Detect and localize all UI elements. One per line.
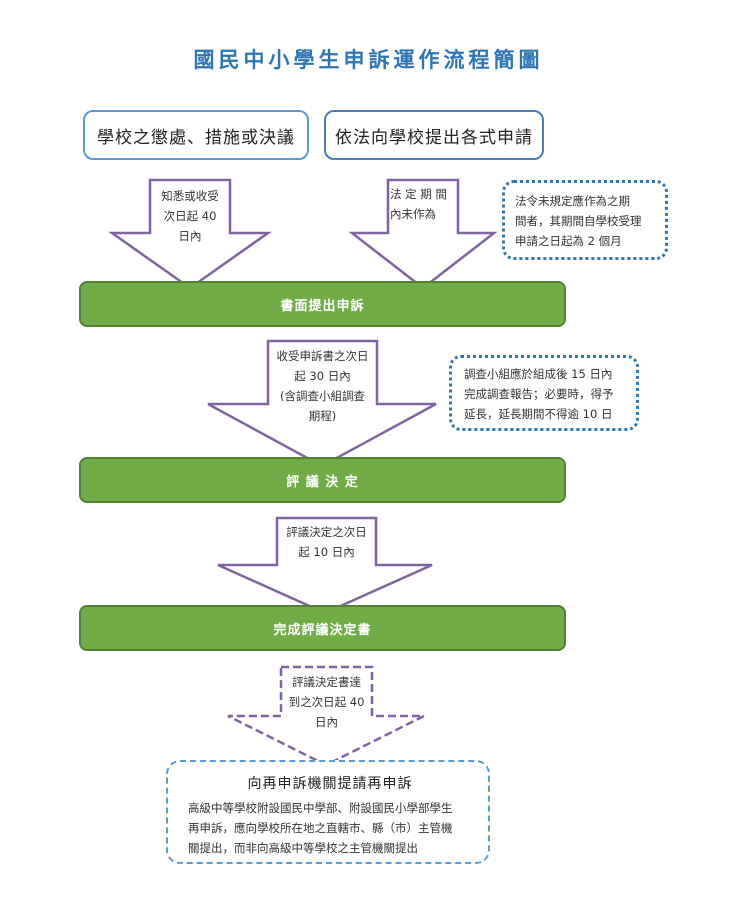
step-review-decision: 評 議 決 定: [79, 457, 566, 503]
note-statutory-period: 法令未規定應作為之期 間者，其期間自學校受理 申請之日起為 2 個月: [502, 180, 668, 260]
step-review-decision-label: 評 議 決 定: [286, 474, 359, 490]
arrow-5-text: 評議決定書達 到之次日起 40 日內: [281, 672, 372, 732]
arrow-1-text: 知悉或收受 次日起 40 日內: [150, 186, 230, 246]
arrow-1-line: 日內: [178, 229, 202, 243]
re-appeal-line: 再申訴，應向學校所在地之直轄市、縣（市）主管機: [188, 821, 453, 835]
arrow-3-line: (含調查小組調查: [280, 389, 365, 403]
note-line: 完成調查報告；必要時，得予: [464, 387, 614, 401]
re-appeal-body: 高級中等學校附設國民中學部、附設國民小學部學生 再申訴，應向學校所在地之直轄市、…: [188, 798, 472, 858]
re-appeal-title: 向再申訴機關提請再申訴: [247, 776, 413, 792]
school-disciplinary-box: 學校之懲處、措施或決議: [83, 110, 309, 160]
arrow-5-line: 日內: [315, 715, 338, 729]
arrow-4-line: 評議決定之次日: [286, 525, 367, 539]
arrow-3-line: 收受申訴書之次日: [276, 349, 369, 363]
arrow-4-line: 起 10 日內: [298, 545, 355, 559]
note-line: 法令未規定應作為之期: [515, 194, 630, 208]
note-line: 申請之日起為 2 個月: [515, 234, 622, 248]
note-line: 延長，延長期間不得逾 10 日: [464, 407, 613, 421]
step-file-complaint: 書面提出申訴: [79, 281, 566, 327]
step-file-complaint-label: 書面提出申訴: [280, 298, 365, 314]
page-title: 國民中小學生申訴運作流程簡圖: [193, 48, 544, 72]
arrow-5-line: 評議決定書達: [292, 675, 361, 689]
arrow-3-text: 收受申訴書之次日 起 30 日內 (含調查小組調查 期程): [268, 346, 377, 426]
step-decision-document-label: 完成評議決定書: [273, 622, 372, 638]
arrow-2-line: 法 定 期 間: [390, 187, 447, 201]
arrow-3-line: 期程): [308, 409, 337, 423]
step-decision-document: 完成評議決定書: [79, 605, 566, 651]
note-line: 間者，其期間自學校受理: [515, 214, 642, 228]
legal-application-label: 依法向學校提出各式申請: [335, 127, 533, 148]
arrow-5-line: 到之次日起 40: [288, 695, 365, 709]
arrow-4-text: 評議決定之次日 起 10 日內: [277, 522, 376, 562]
arrow-3-line: 起 30 日內: [294, 369, 351, 383]
re-appeal-line: 高級中等學校附設國民中學部、附設國民小學部學生: [188, 801, 453, 815]
legal-application-box: 依法向學校提出各式申請: [324, 110, 544, 160]
re-appeal-line: 關提出，而非向高級中等學校之主管機關提出: [188, 841, 418, 855]
arrow-2-line: 內未作為: [390, 207, 436, 221]
note-line: 調查小組應於組成後 15 日內: [464, 367, 613, 381]
re-appeal-box: 向再申訴機關提請再申訴 高級中等學校附設國民中學部、附設國民小學部學生 再申訴，…: [166, 760, 490, 864]
arrow-1-line: 次日起 40: [163, 209, 217, 223]
arrow-1-line: 知悉或收受: [161, 189, 219, 203]
arrow-2-text: 法 定 期 間 內未作為: [390, 184, 458, 224]
school-disciplinary-label: 學校之懲處、措施或決議: [97, 127, 295, 148]
note-investigation-period: 調查小組應於組成後 15 日內 完成調查報告；必要時，得予 延長，延長期間不得逾…: [449, 355, 639, 431]
